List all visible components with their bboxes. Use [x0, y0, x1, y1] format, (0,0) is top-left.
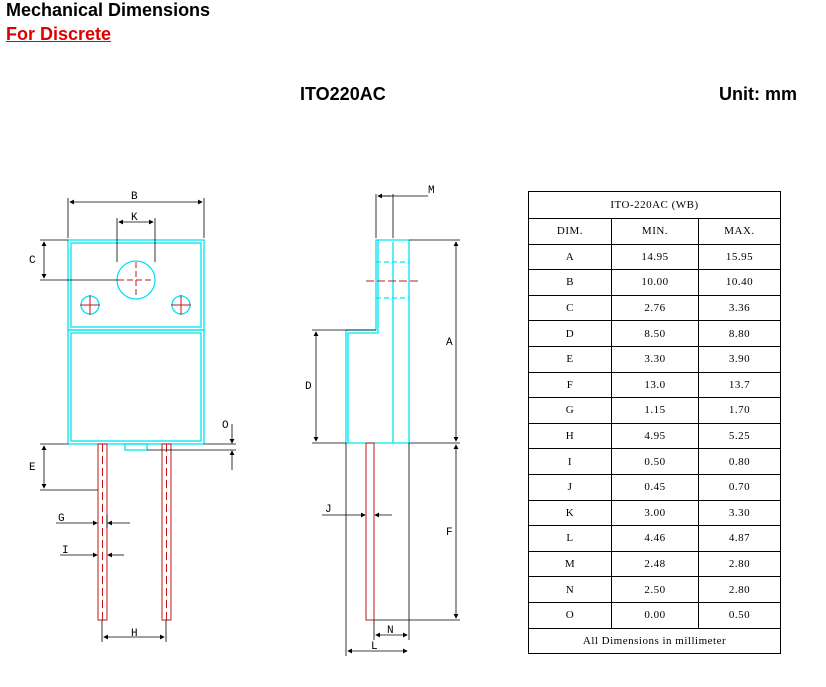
cell-max: 1.70	[698, 397, 781, 424]
header-max: MAX.	[698, 218, 781, 245]
label-e: E	[29, 462, 36, 474]
cell-dim: M	[528, 550, 612, 578]
cell-dim: O	[528, 601, 612, 629]
cell-dim: D	[528, 320, 612, 347]
cell-min: 13.0	[611, 371, 699, 399]
cell-max: 4.87	[698, 525, 781, 552]
table-header-row: DIM. MIN. MAX.	[528, 218, 781, 245]
cell-min: 1.15	[611, 397, 699, 424]
label-b: B	[131, 191, 138, 203]
unit-label: Unit: mm	[719, 84, 797, 104]
cell-max: 2.80	[698, 576, 781, 603]
front-view: B K C E O G I H	[29, 191, 236, 642]
cell-max: 13.7	[698, 371, 781, 399]
header-dim: DIM.	[528, 218, 612, 245]
label-a: A	[446, 337, 453, 349]
cell-dim: F	[528, 371, 612, 399]
label-i: I	[62, 545, 69, 557]
label-h: H	[131, 628, 138, 640]
cell-max: 8.80	[698, 320, 781, 347]
cell-dim: N	[528, 576, 612, 603]
cell-min: 2.76	[611, 294, 699, 322]
header-min: MIN.	[611, 218, 699, 245]
cell-dim: L	[528, 525, 612, 552]
cell-max: 0.50	[698, 601, 781, 629]
cell-dim: E	[528, 345, 612, 373]
cell-max: 3.30	[698, 499, 781, 527]
table-footer-row: All Dimensions in millimeter	[528, 627, 781, 655]
cell-dim: K	[528, 499, 612, 527]
label-j: J	[325, 504, 332, 516]
cell-max: 10.40	[698, 269, 781, 296]
page-title: Mechanical Dimensions	[6, 0, 211, 20]
cell-max: 15.95	[698, 243, 781, 271]
cell-dim: A	[528, 243, 612, 271]
label-g: G	[58, 513, 65, 525]
cell-min: 0.50	[611, 448, 699, 475]
side-view: M A D J F N L	[305, 185, 460, 656]
cell-min: 2.50	[611, 576, 699, 603]
label-f: F	[446, 527, 453, 539]
label-d: D	[305, 381, 312, 393]
label-l: L	[371, 641, 378, 653]
cell-min: 10.00	[611, 269, 699, 296]
cell-min: 4.46	[611, 525, 699, 552]
cell-min: 3.00	[611, 499, 699, 527]
cell-min: 2.48	[611, 550, 699, 578]
discrete-link[interactable]: For Discrete	[6, 24, 112, 44]
cell-dim: B	[528, 269, 612, 296]
table-footer: All Dimensions in millimeter	[528, 627, 781, 655]
cell-max: 3.36	[698, 294, 781, 322]
cell-min: 3.30	[611, 345, 699, 373]
cell-max: 0.80	[698, 448, 781, 475]
label-n: N	[387, 625, 394, 637]
cell-min: 0.45	[611, 473, 699, 501]
cell-dim: G	[528, 397, 612, 424]
cell-max: 0.70	[698, 473, 781, 501]
label-c: C	[29, 255, 36, 267]
package-name: ITO220AC	[300, 84, 386, 104]
label-o: O	[222, 420, 229, 432]
table-title: ITO-220AC (WB)	[528, 191, 781, 219]
cell-min: 4.95	[611, 422, 699, 450]
label-k: K	[131, 212, 138, 224]
label-m: M	[428, 185, 435, 197]
cell-dim: I	[528, 448, 612, 475]
cell-min: 14.95	[611, 243, 699, 271]
cell-min: 8.50	[611, 320, 699, 347]
cell-dim: H	[528, 422, 612, 450]
cell-dim: C	[528, 294, 612, 322]
cell-max: 2.80	[698, 550, 781, 578]
cell-max: 5.25	[698, 422, 781, 450]
cell-min: 0.00	[611, 601, 699, 629]
cell-dim: J	[528, 473, 612, 501]
cell-max: 3.90	[698, 345, 781, 373]
